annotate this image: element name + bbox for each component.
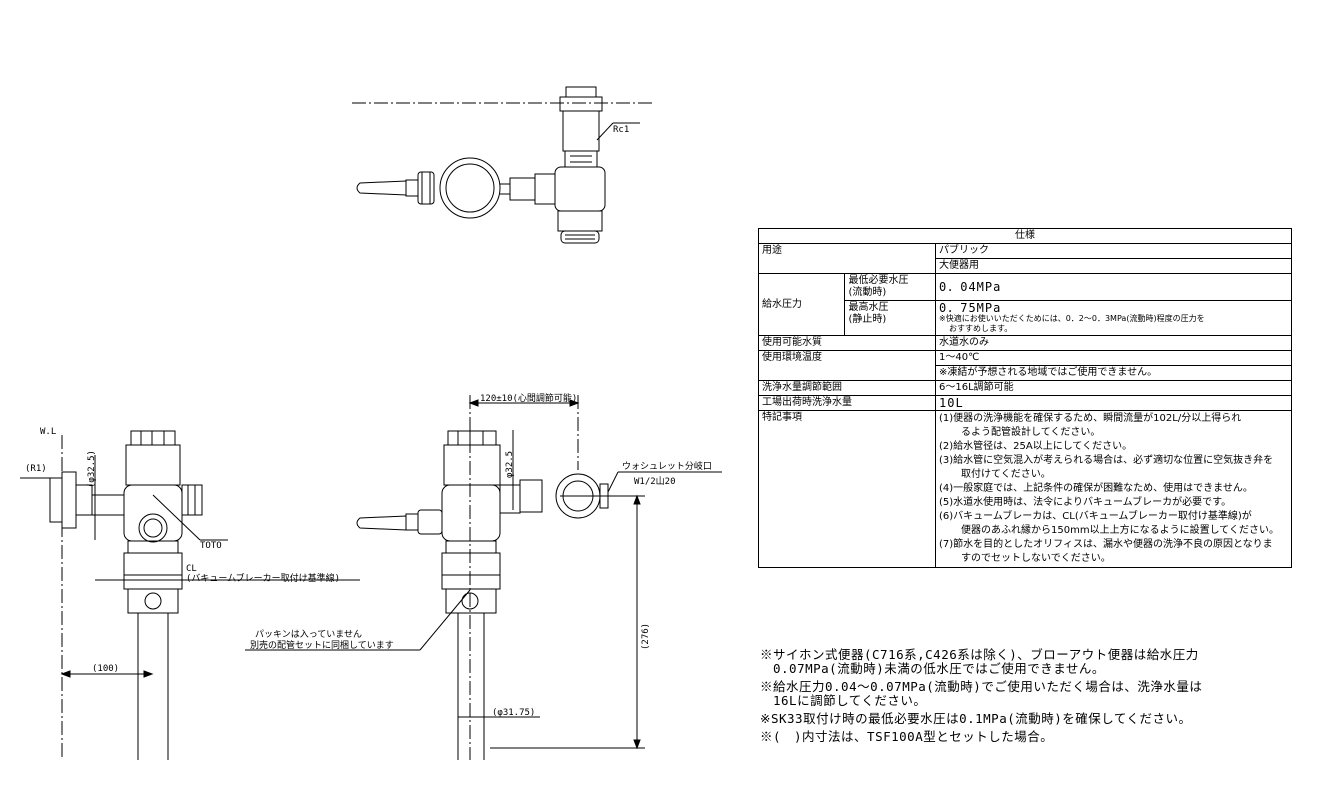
footnote-4: ※( )内寸法は、TSF100A型とセットした場合。 <box>760 729 1054 744</box>
factory-val: 10L <box>935 395 1292 411</box>
use-val-1: パブリック <box>935 243 1292 259</box>
max-pressure-note-1: ※快適にお使いいただくためには、0．2〜0．3MPa(流動時)程度の圧力を <box>939 314 1205 323</box>
note-1a: (1)便器の洗浄機能を確保するため、瞬間流量が102L/分以上得られ <box>939 413 1242 424</box>
footnote-2: ※給水圧力0.04〜0.07MPa(流動時)でご使用いただく場合は、洗浄水量は … <box>760 680 1300 708</box>
packing-note-2: 別売の配管セットに同梱しています <box>250 639 394 651</box>
min-pressure-label: 最低必要水圧 (流動時) <box>844 273 936 301</box>
note-7b: すのでセットしないでください。 <box>961 553 1111 564</box>
max-pressure-note-2: おすすめします。 <box>949 324 1013 333</box>
max-pressure-label: 最高水圧 (静止時) <box>844 300 936 336</box>
temp-note: ※凍結が予想される地域ではご使用できません。 <box>935 365 1292 381</box>
note-3b: 取付けてください。 <box>961 469 1051 480</box>
wl-label: W.L <box>40 427 56 437</box>
footnote-1a: ※サイホン式便器(C716系,C426系は除く)、ブローアウト便器は給水圧力 <box>760 647 1199 662</box>
toto-label: TOTO <box>200 541 222 551</box>
w12-label: W1/2山20 <box>634 476 676 487</box>
use-val-2: 大便器用 <box>935 258 1292 274</box>
left-side-view <box>20 430 360 760</box>
min-pressure-val: 0．04MPa <box>935 273 1292 301</box>
footnotes: ※サイホン式便器(C716系,C426系は除く)、ブローアウト便器は給水圧力 0… <box>760 648 1300 748</box>
footnote-2a: ※給水圧力0.04〜0.07MPa(流動時)でご使用いただく場合は、洗浄水量は <box>760 679 1203 694</box>
footnote-1: ※サイホン式便器(C716系,C426系は除く)、ブローアウト便器は給水圧力 0… <box>760 648 1300 676</box>
use-label: 用途 <box>758 243 936 274</box>
flush-val: 6〜16L調節可能 <box>935 380 1292 396</box>
pressure-label: 給水圧力 <box>757 273 846 336</box>
note-6a: (6)バキュームブレーカは、CL(バキュームブレーカー取付け基準線)が <box>939 511 1252 522</box>
note-2: (2)給水管径は、25A以上にしてください。 <box>939 441 1133 452</box>
max-pressure-val: 0．75MPa <box>939 301 1002 315</box>
note-4: (4)一般家庭では、上記条件の確保が困難なため、使用はできません。 <box>939 483 1253 494</box>
flush-label: 洗浄水量調節範囲 <box>758 380 936 396</box>
temp-label: 使用環境温度 <box>758 350 936 381</box>
dim-120-label: 120±10(心間調節可能) <box>480 392 577 404</box>
water-label: 使用可能水質 <box>758 335 936 351</box>
packing-note-1: パッキンは入っていません <box>255 629 362 640</box>
water-val: 水道水のみ <box>935 335 1292 351</box>
footnote-1b: 0.07MPa(流動時)未満の低水圧ではご使用できません。 <box>760 661 1105 676</box>
temp-val: 1〜40℃ <box>935 350 1292 366</box>
dim-276-label: (276) <box>641 623 651 650</box>
footnote-3: ※SK33取付け時の最低必要水圧は0.1MPa(流動時)を確保してください。 <box>760 711 1192 726</box>
phi325-right-label: φ32.5 <box>505 451 515 478</box>
r1-label: (R1) <box>25 464 47 474</box>
special-label: 特記事項 <box>758 410 936 568</box>
phi3175-label: (φ31.75) <box>492 708 535 718</box>
note-7a: (7)節水を目的としたオリフィスは、漏水や便器の洗浄不良の原因となりま <box>939 539 1273 550</box>
max-pressure-cell: 0．75MPa ※快適にお使いいただくためには、0．2〜0．3MPa(流動時)程… <box>935 300 1292 336</box>
special-notes: (1)便器の洗浄機能を確保するため、瞬間流量が102L/分以上得られ るよう配管… <box>935 410 1292 568</box>
footnote-2b: 16Lに調節してください。 <box>760 693 927 708</box>
front-view <box>245 395 722 760</box>
top-view <box>352 86 655 244</box>
note-5: (5)水道水使用時は、法令によりバキュームブレーカが必要です。 <box>939 497 1232 508</box>
cl-note-label: (バキュームブレーカー取付け基準線) <box>186 572 340 584</box>
spec-title: 仕様 <box>758 228 1292 244</box>
dim-100-label: (100) <box>92 664 119 674</box>
cl-label: CL <box>186 564 197 574</box>
spec-table: 仕様 用途 パブリック 大便器用 給水圧力 最低必要水圧 (流動時) 0．04M… <box>757 228 1292 568</box>
rc1-label: Rc1 <box>613 125 629 135</box>
washlet-label: ウォシュレット分岐口 <box>622 460 712 472</box>
note-6b: 便器のあふれ縁から150mm以上上方になるように設置してください。 <box>961 525 1279 536</box>
note-1b: るよう配管設計してください。 <box>961 427 1101 438</box>
phi325-left-label: (φ32.5) <box>87 450 97 488</box>
factory-label: 工場出荷時洗浄水量 <box>758 395 936 411</box>
note-3a: (3)給水管に空気混入が考えられる場合は、必ず適切な位置に空気抜き弁を <box>939 455 1274 466</box>
